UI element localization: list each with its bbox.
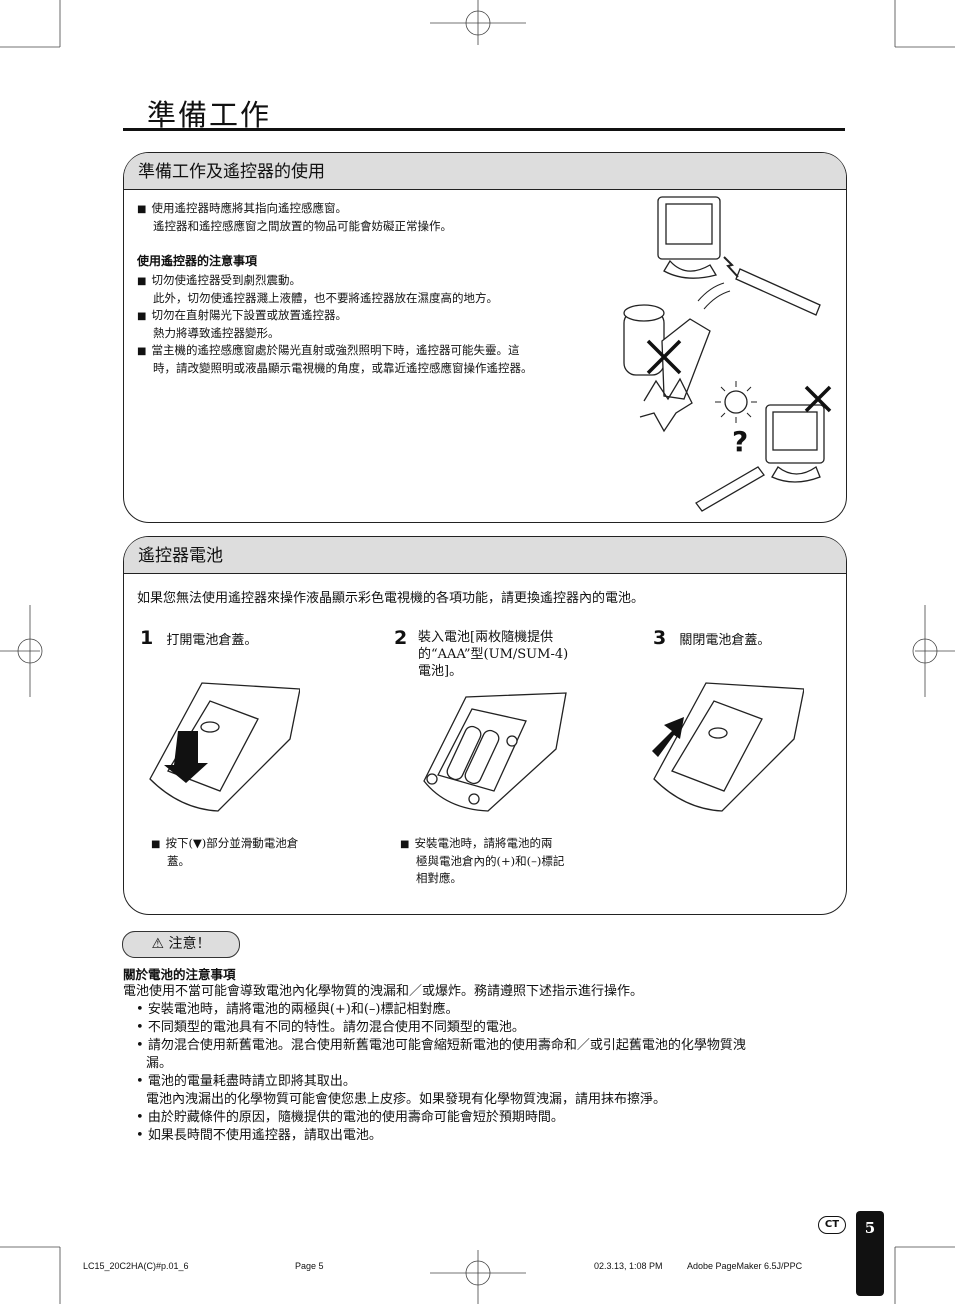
footer-app: Adobe PageMaker 6.5J/PPC bbox=[687, 1261, 803, 1271]
intro-line: 使用遙控器時應將其指向遙控感應窗。 bbox=[151, 201, 347, 215]
footer-date: 02.3.13, 1:08 PM bbox=[594, 1261, 663, 1271]
step-text-line: 裝入電池[兩枚隨機提供 bbox=[418, 630, 554, 645]
step2-note: ■安裝電池時，請將電池的兩 極與電池倉內的(+)和(–)標記 相對應。 bbox=[400, 836, 565, 885]
note-line: 安裝電池時，請將電池的兩 bbox=[414, 836, 553, 850]
note-cont: 熱力將導致遙控器變形。 bbox=[153, 326, 280, 340]
list-item: • 不同類型的電池具有不同的特性。請勿混合使用不同類型的電池。 bbox=[136, 1020, 525, 1035]
step1-remote-illustration bbox=[149, 682, 300, 812]
note-cont: 此外，切勿使遙控器濺上液體，也不要將遙控器放在濕度高的地方。 bbox=[153, 291, 498, 305]
notes-list: ■切勿使遙控器受到劇烈震動。 此外，切勿使遙控器濺上液體，也不要將遙控器放在濕度… bbox=[137, 273, 533, 375]
language-badge: CT bbox=[818, 1216, 846, 1234]
list-item: • 電池的電量耗盡時請立即將其取出。 bbox=[136, 1074, 356, 1089]
remote-usage-illustration: ? bbox=[623, 196, 832, 512]
note-cont: 時，請改變照明或液晶顯示電視機的角度，或靠近遙控感應窗操作遙控器。 bbox=[153, 361, 533, 375]
section-battery: 遙控器電池 如果您無法使用遙控器來操作液晶顯示彩色電視機的各項功能，請更換遙控器… bbox=[123, 536, 847, 915]
section-header: 遙控器電池 bbox=[124, 537, 846, 574]
list-item: • 由於貯藏條件的原因，隨機提供的電池的使用壽命可能會短於預期時間。 bbox=[136, 1110, 564, 1125]
step-text-line: 的“AAA”型(UM/SUM-4) bbox=[418, 647, 569, 662]
caution-list: • 安裝電池時，請將電池的兩極與(+)和(–)標記相對應。 • 不同類型的電池具… bbox=[136, 1001, 846, 1145]
section-header: 準備工作及遙控器的使用 bbox=[124, 153, 846, 190]
caution-badge: ⚠ 注意！ bbox=[122, 931, 240, 958]
list-item: • 如果長時間不使用遙控器，請取出電池。 bbox=[136, 1128, 382, 1143]
step1-note: ■按下(▼)部分並滑動電池倉 蓋。 bbox=[151, 836, 299, 868]
list-item-cont: 電池內洩漏出的化學物質可能會使您患上皮疹。如果發現有化學物質洩漏，請用抹布擦淨。 bbox=[146, 1092, 667, 1107]
intro-line: 遙控器和遙控感應窗之間放置的物品可能會妨礙正常操作。 bbox=[153, 219, 452, 233]
step-number: 1 bbox=[140, 627, 154, 649]
caution-intro: 電池使用不當可能會導致電池內化學物質的洩漏和／或爆炸。務請遵照下述指示進行操作。 bbox=[123, 984, 644, 999]
footer-page: Page 5 bbox=[295, 1261, 324, 1271]
step-text: 關閉電池倉蓋。 bbox=[679, 633, 771, 648]
note-line: 蓋。 bbox=[167, 854, 190, 868]
step-3: 3 關閉電池倉蓋。 bbox=[653, 627, 770, 649]
list-item: • 請勿混合使用新舊電池。混合使用新舊電池可能會縮短新電池的使用壽命和／或引起舊… bbox=[136, 1038, 746, 1053]
step3-remote-illustration bbox=[652, 682, 804, 812]
note-line: 極與電池倉內的(+)和(–)標記 bbox=[416, 854, 565, 868]
caution-heading: 關於電池的注意事項 bbox=[123, 967, 236, 982]
step2-battery-illustration bbox=[423, 692, 567, 812]
step-1: 1 打開電池倉蓋。 bbox=[140, 627, 257, 649]
note-line: 相對應。 bbox=[416, 871, 462, 885]
battery-intro: 如果您無法使用遙控器來操作液晶顯示彩色電視機的各項功能，請更換遙控器內的電池。 bbox=[137, 591, 645, 606]
note-line: 按下(▼)部分並滑動電池倉 bbox=[165, 836, 299, 850]
warning-icon: ⚠ bbox=[151, 936, 165, 952]
note-line: 切勿使遙控器受到劇烈震動。 bbox=[151, 273, 301, 287]
note-line: 切勿在直射陽光下設置或放置遙控器。 bbox=[151, 308, 347, 322]
list-item: • 安裝電池時，請將電池的兩極與(+)和(–)標記相對應。 bbox=[136, 1002, 459, 1017]
step-number: 3 bbox=[653, 627, 667, 649]
step-text: 打開電池倉蓋。 bbox=[166, 633, 258, 648]
note-line: 當主機的遙控感應窗處於陽光直射或強烈照明下時，遙控器可能失靈。這 bbox=[151, 343, 520, 357]
list-item-cont: 漏。 bbox=[146, 1056, 173, 1071]
svg-text:?: ? bbox=[732, 425, 748, 458]
intro-block: ■使用遙控器時應將其指向遙控感應窗。 遙控器和遙控感應窗之間放置的物品可能會妨礙… bbox=[137, 201, 452, 233]
title-rule bbox=[123, 128, 845, 131]
caution-label: 注意！ bbox=[168, 936, 211, 952]
page-title: 準備工作 bbox=[147, 98, 272, 132]
page-number: 5 bbox=[856, 1211, 884, 1296]
step-number: 2 bbox=[394, 627, 408, 649]
step-text-line: 電池]。 bbox=[418, 664, 463, 679]
section-remote-usage: 準備工作及遙控器的使用 ■使用遙控器時應將其指向遙控感應窗。 遙控器和遙控感應窗… bbox=[123, 152, 847, 523]
notes-heading: 使用遙控器的注意事項 bbox=[137, 254, 258, 268]
footer-file: LC15_20C2HA(C)#p.01_6 bbox=[83, 1261, 189, 1271]
